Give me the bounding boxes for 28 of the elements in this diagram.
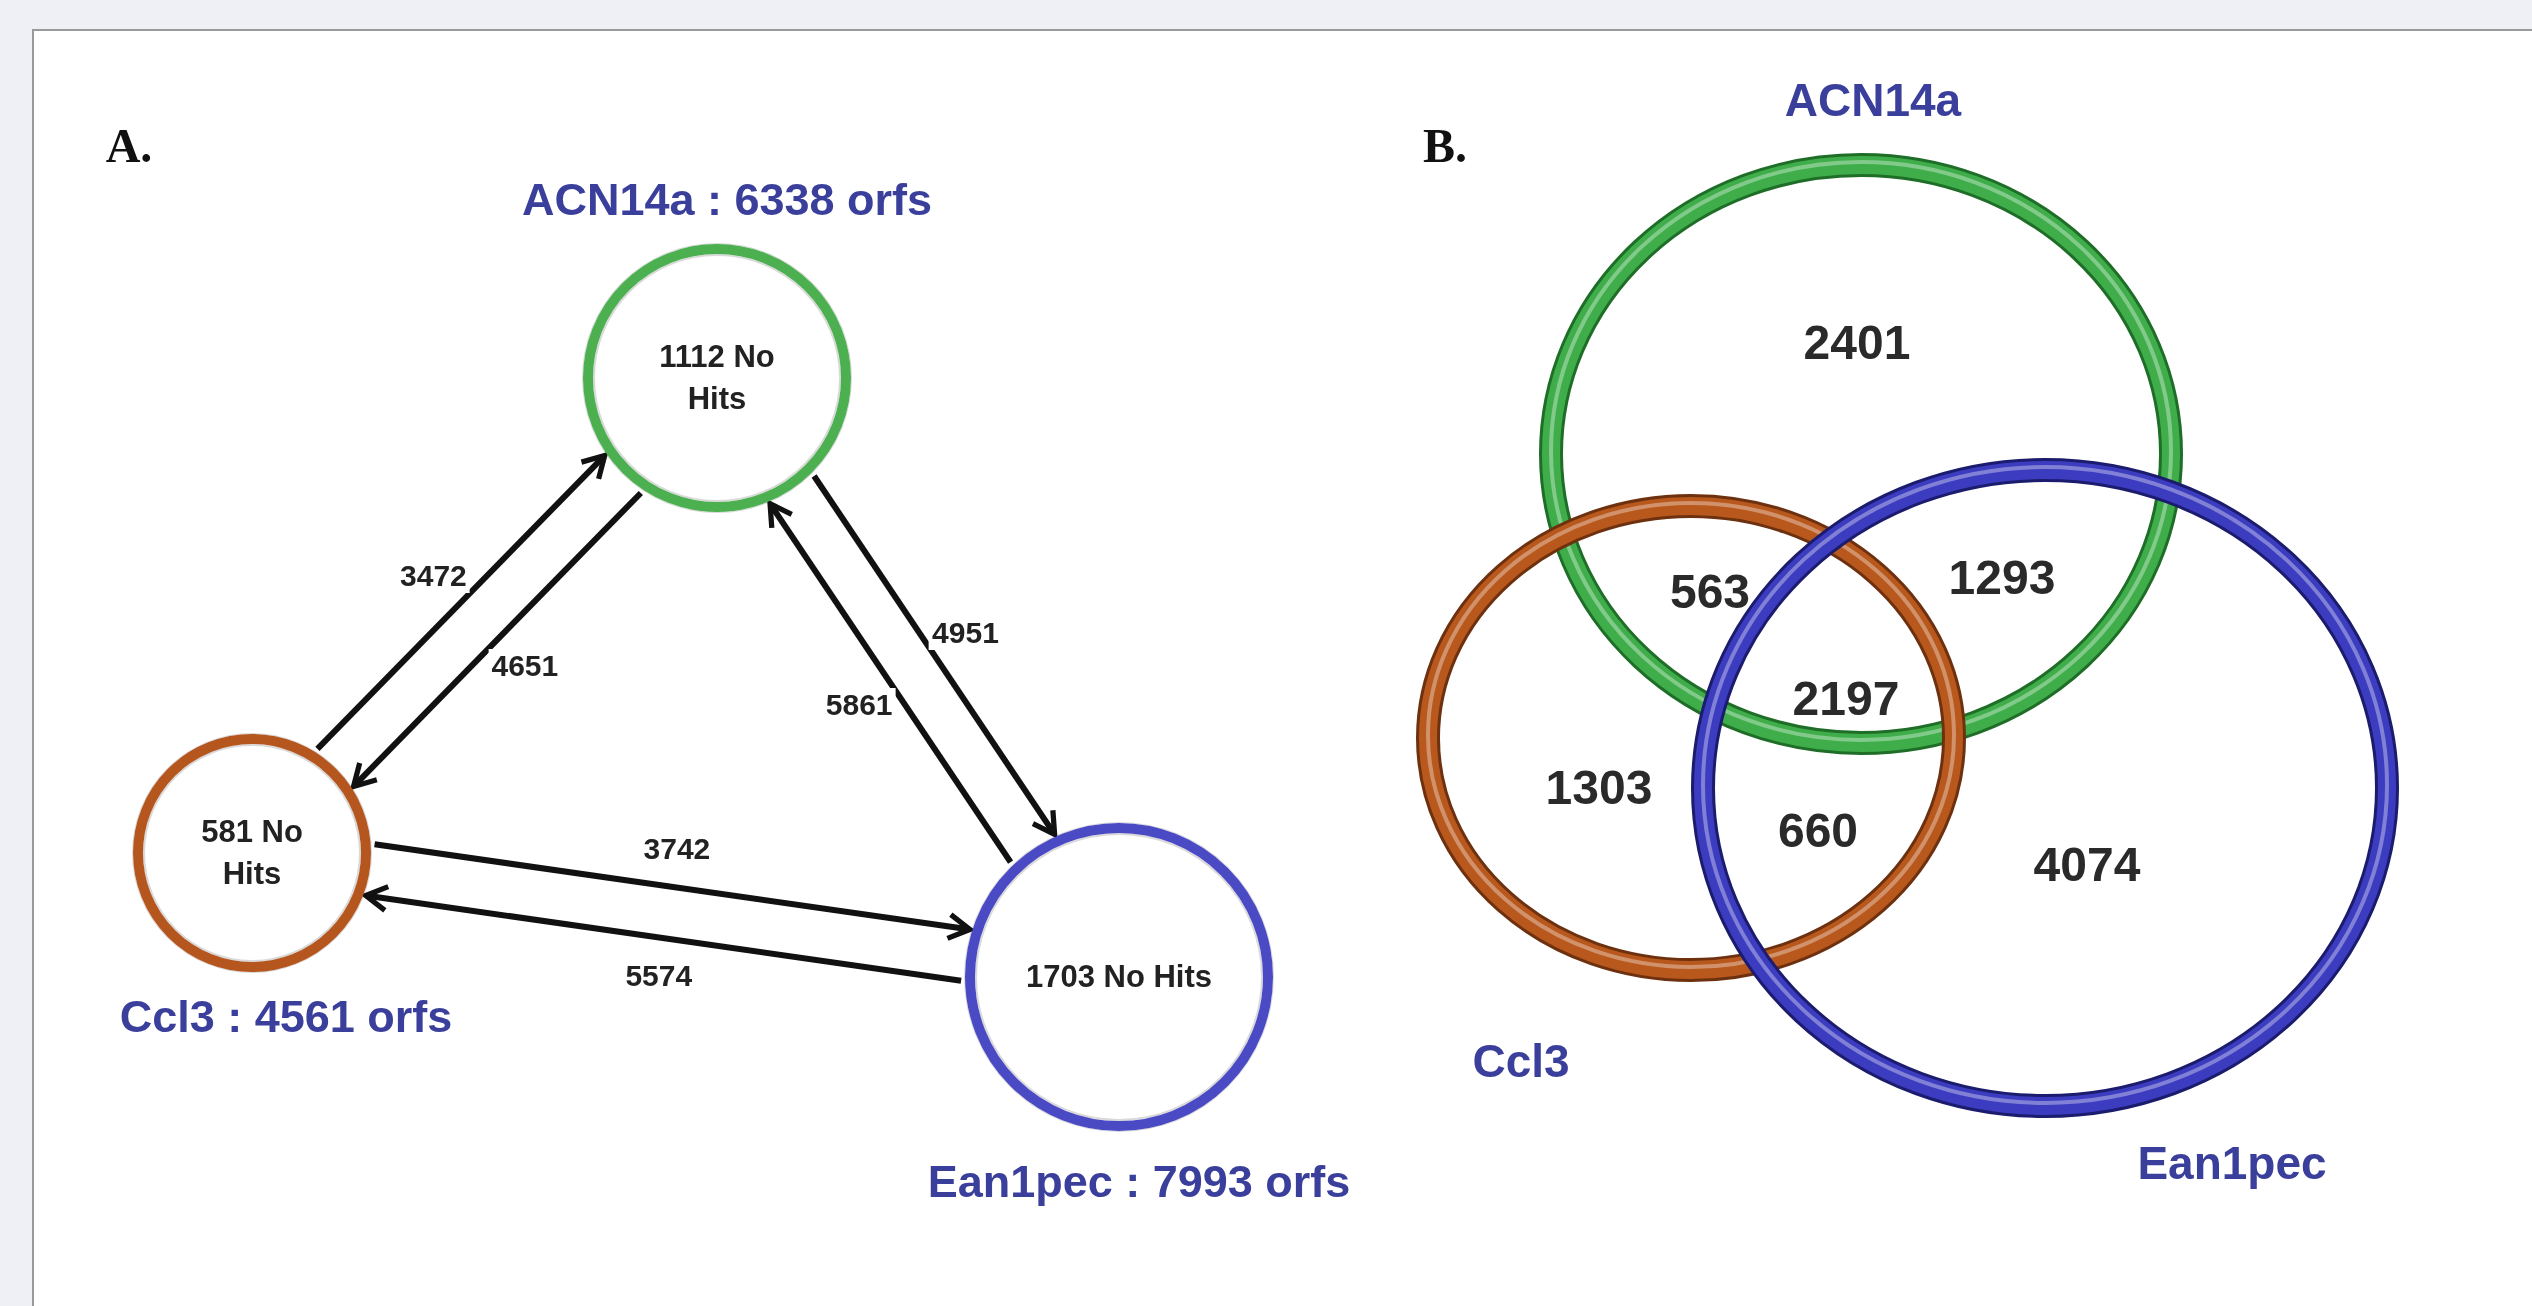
- node-caption: Ccl3 : 4561 orfs: [119, 991, 453, 1043]
- node-text: 581 No Hits: [200, 813, 304, 893]
- arrow: [374, 841, 973, 941]
- arrow: [363, 884, 962, 984]
- arrow: [315, 452, 608, 752]
- circle-node: [583, 244, 851, 512]
- circle-label: Ccl3: [1472, 1034, 1570, 1088]
- region-count: 1293: [1948, 549, 2056, 605]
- region-count: 1303: [1545, 759, 1653, 815]
- region-count: 563: [1669, 563, 1751, 619]
- circle-node: [133, 734, 371, 972]
- node-caption: Ean1pec : 7993 orfs: [927, 1156, 1351, 1208]
- node-text: 1703 No Hits: [1024, 958, 1214, 997]
- circle-node: [965, 823, 1273, 1131]
- region-count: 2401: [1803, 314, 1911, 370]
- node-text: 1112 No Hits: [658, 338, 776, 418]
- venn-ring: [1539, 153, 2183, 755]
- arrow: [767, 501, 1014, 864]
- region-count: 4074: [2033, 836, 2141, 892]
- arrow: [811, 474, 1058, 837]
- region-count: 2197: [1792, 670, 1900, 726]
- panel-letter: B.: [1423, 117, 1467, 173]
- panel-letter: A.: [105, 117, 153, 173]
- circle-label: ACN14a: [1784, 73, 1962, 127]
- region-count: 660: [1777, 802, 1859, 858]
- circle-label: Ean1pec: [2137, 1136, 2327, 1190]
- node-caption: ACN14a : 6338 orfs: [521, 174, 933, 226]
- arrow: [350, 490, 643, 790]
